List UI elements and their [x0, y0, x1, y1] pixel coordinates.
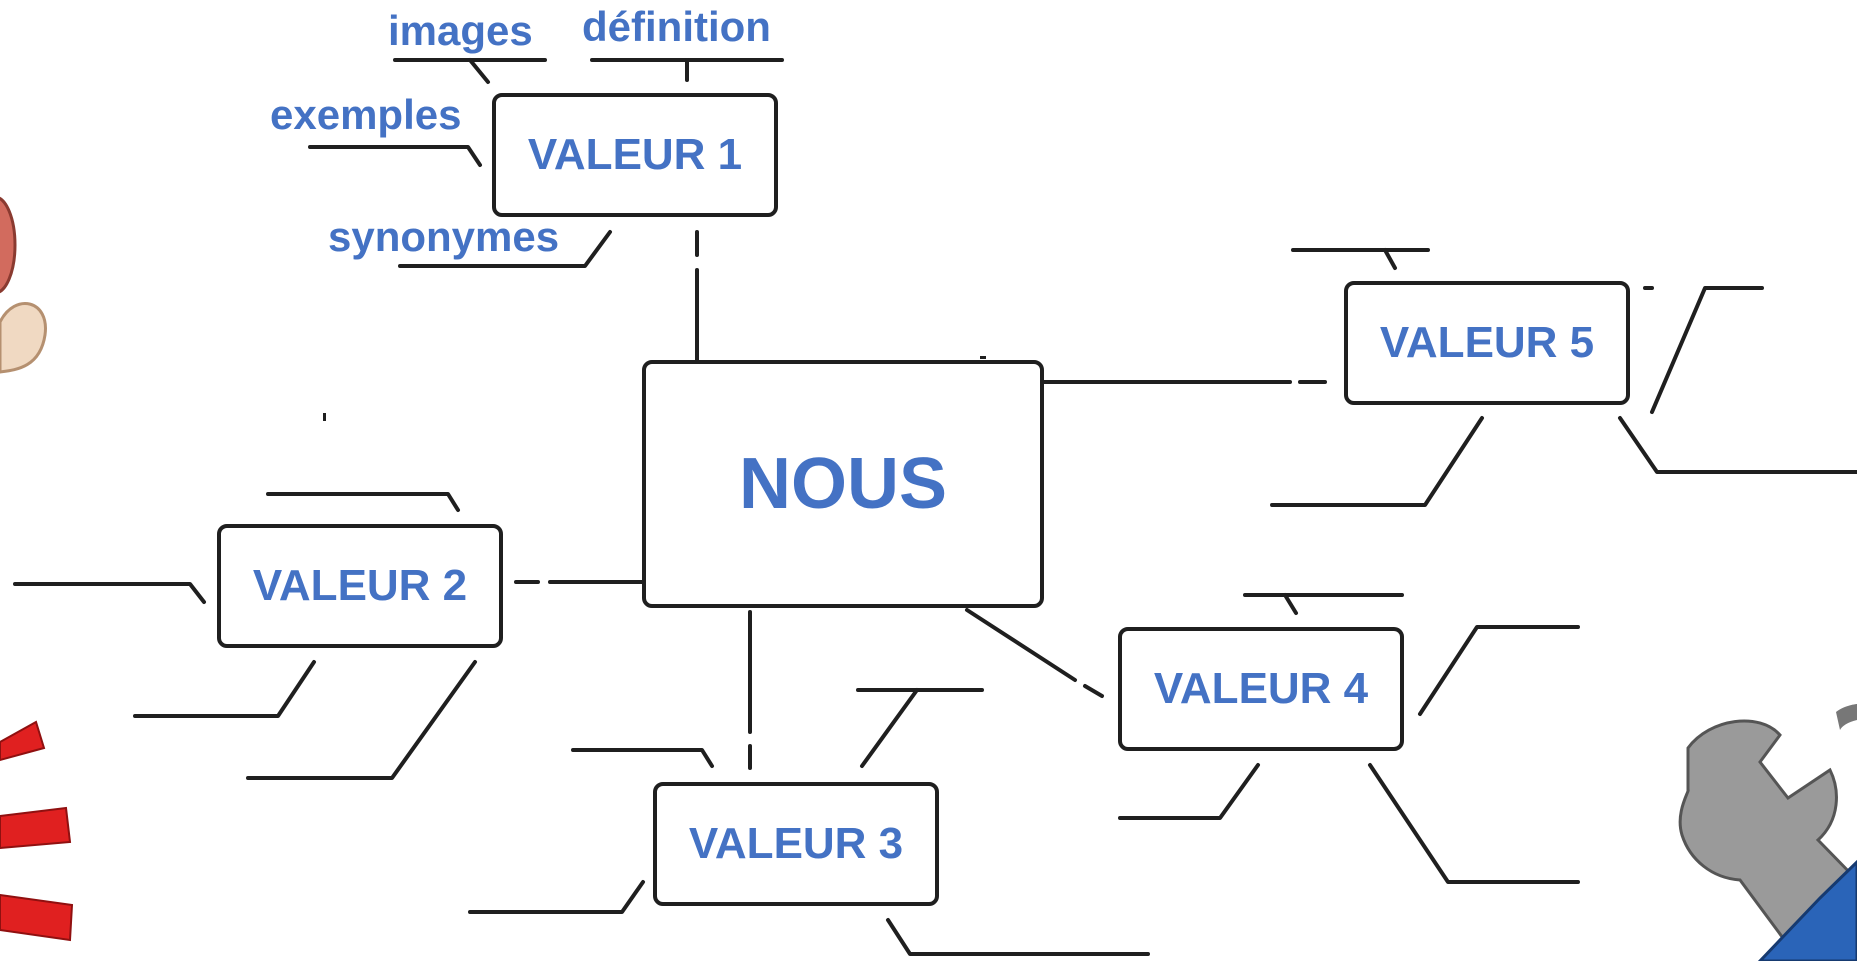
branch-synonymes — [398, 230, 612, 268]
branch-exemples — [308, 145, 482, 167]
branch-v2-bottom1 — [133, 660, 316, 718]
branch-label-synonymes: synonymes — [328, 213, 560, 260]
branch-v3-topright-diag — [860, 688, 919, 768]
stray-mark — [980, 356, 986, 359]
branch-v3-bottom — [886, 918, 1150, 956]
branch-v4-bottomleft — [1118, 763, 1260, 820]
branch-v4-right — [1418, 625, 1580, 716]
node-valeur-5: VALEUR 5 — [1344, 281, 1630, 405]
branch-images-tick — [468, 58, 490, 84]
branch-v5-bottomright — [1618, 416, 1857, 474]
branch-v5-top-tick — [1383, 248, 1397, 270]
decorative-clipart-left — [0, 196, 74, 942]
wrench-icon — [1678, 704, 1857, 961]
link-center-v4-b — [1083, 684, 1104, 698]
node-valeur-5-label: VALEUR 5 — [1379, 318, 1595, 367]
branch-v4-top-tick — [1283, 593, 1298, 615]
node-valeur-1-label: VALEUR 1 — [527, 130, 743, 179]
node-valeur-4: VALEUR 4 — [1118, 627, 1404, 751]
node-valeur-3-label: VALEUR 3 — [688, 819, 904, 868]
branch-v5-bottomleft — [1270, 416, 1484, 507]
branch-v3-left — [468, 880, 645, 914]
branch-v4-bottomright — [1368, 763, 1580, 884]
branch-label-images: images — [388, 7, 533, 54]
stray-mark — [323, 413, 326, 421]
branch-v3-topleft — [571, 748, 714, 768]
branch-label-definition: définition — [582, 3, 771, 50]
node-valeur-2: VALEUR 2 — [217, 524, 503, 648]
branch-v2-bottom2 — [246, 660, 477, 780]
node-valeur-4-label: VALEUR 4 — [1153, 664, 1369, 713]
branch-v2-top — [266, 492, 460, 512]
node-center: NOUS — [642, 360, 1044, 608]
branch-v2-left — [13, 582, 206, 604]
node-valeur-1: VALEUR 1 — [492, 93, 778, 217]
node-valeur-3: VALEUR 3 — [653, 782, 939, 906]
node-valeur-2-label: VALEUR 2 — [252, 561, 468, 610]
link-center-v4-a — [965, 608, 1077, 682]
branch-label-exemples: exemples — [270, 91, 462, 138]
branch-v5-topright — [1650, 286, 1764, 414]
node-center-label: NOUS — [738, 444, 948, 524]
